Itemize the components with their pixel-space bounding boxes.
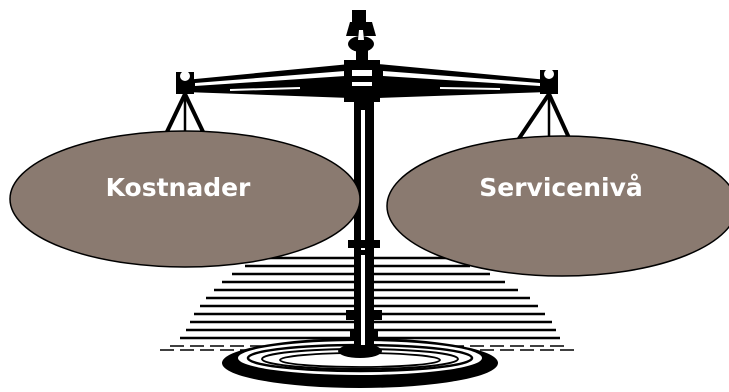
scale-finial (346, 10, 376, 68)
scale-beam (185, 60, 548, 102)
scale-column-front (354, 250, 374, 350)
left-pan: Kostnader (10, 131, 360, 267)
right-pan-label: Servicenivå (479, 173, 642, 202)
left-pan-label: Kostnader (106, 173, 251, 202)
right-pan: Servicenivå (387, 136, 729, 276)
